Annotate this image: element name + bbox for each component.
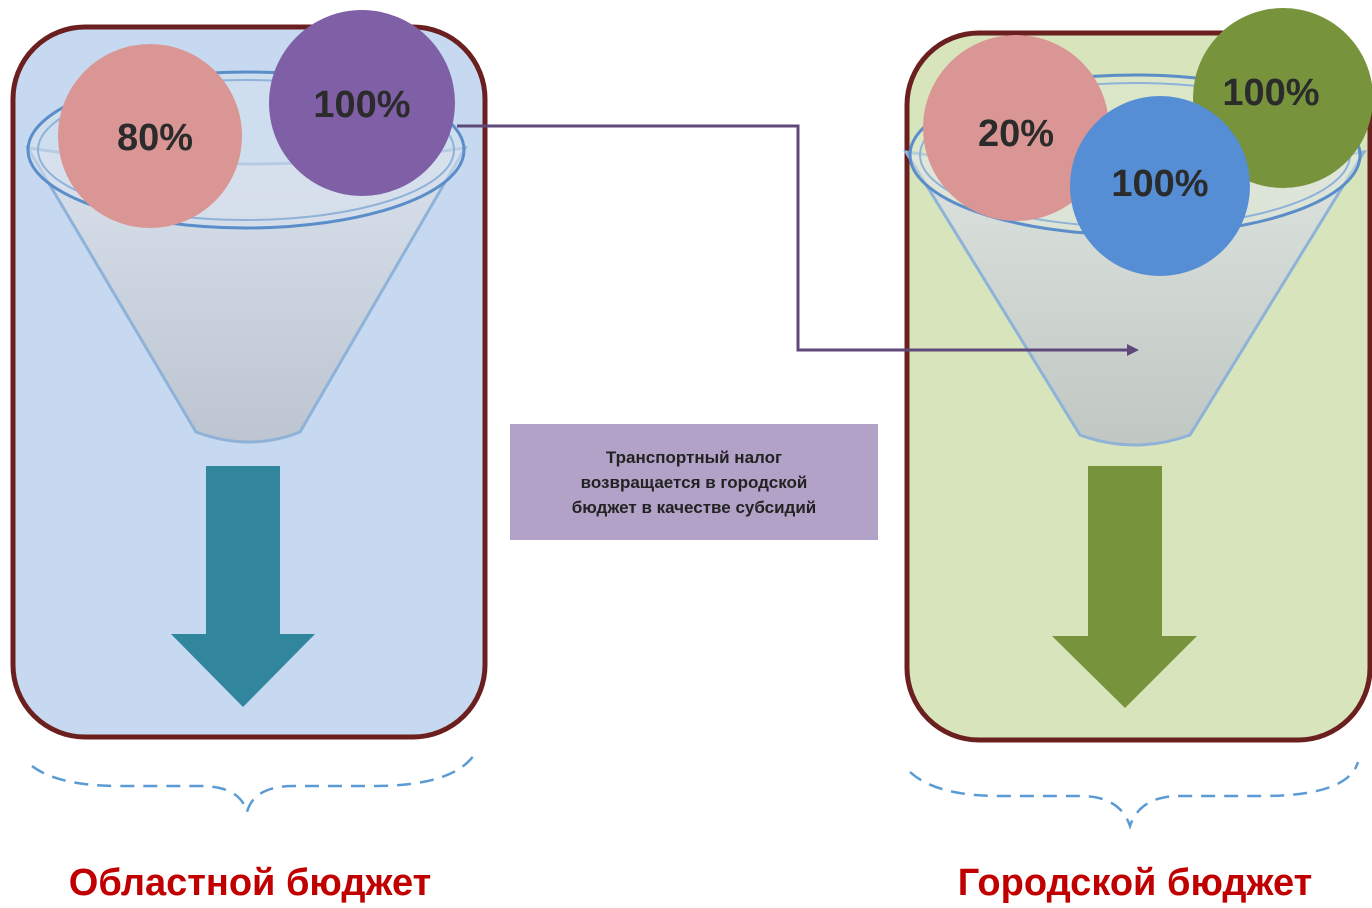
right-brace xyxy=(909,761,1360,830)
left-panel: 80% 100% xyxy=(10,10,488,740)
city-budget-caption: Городской бюджет xyxy=(957,862,1313,904)
right-down-arrow-icon xyxy=(1052,466,1197,708)
right-circle-blue-100 xyxy=(1070,96,1250,276)
left-circle-100 xyxy=(269,10,455,196)
left-circle-100-label: 100% xyxy=(313,84,410,126)
right-circle-20-label: 20% xyxy=(978,113,1054,155)
right-panel: 20% 100% 100% xyxy=(903,8,1372,743)
note-line-3: бюджет в качестве субсидий xyxy=(571,497,817,517)
left-brace xyxy=(31,751,478,817)
transfer-note-box: Транспортный налог возвращается в городс… xyxy=(510,424,878,540)
transfer-connector-arrow xyxy=(457,124,1139,356)
left-down-arrow-icon xyxy=(171,466,315,707)
regional-budget-caption: Областной бюджет xyxy=(68,862,432,904)
left-circle-80-label: 80% xyxy=(117,117,193,159)
right-circle-blue-100-label: 100% xyxy=(1111,163,1208,205)
note-line-1: Транспортный налог xyxy=(605,447,783,467)
right-circle-20 xyxy=(923,35,1109,221)
right-circle-green-100-label: 100% xyxy=(1222,72,1319,114)
left-circle-80 xyxy=(58,44,242,228)
note-line-2: возвращается в городской xyxy=(580,472,808,492)
